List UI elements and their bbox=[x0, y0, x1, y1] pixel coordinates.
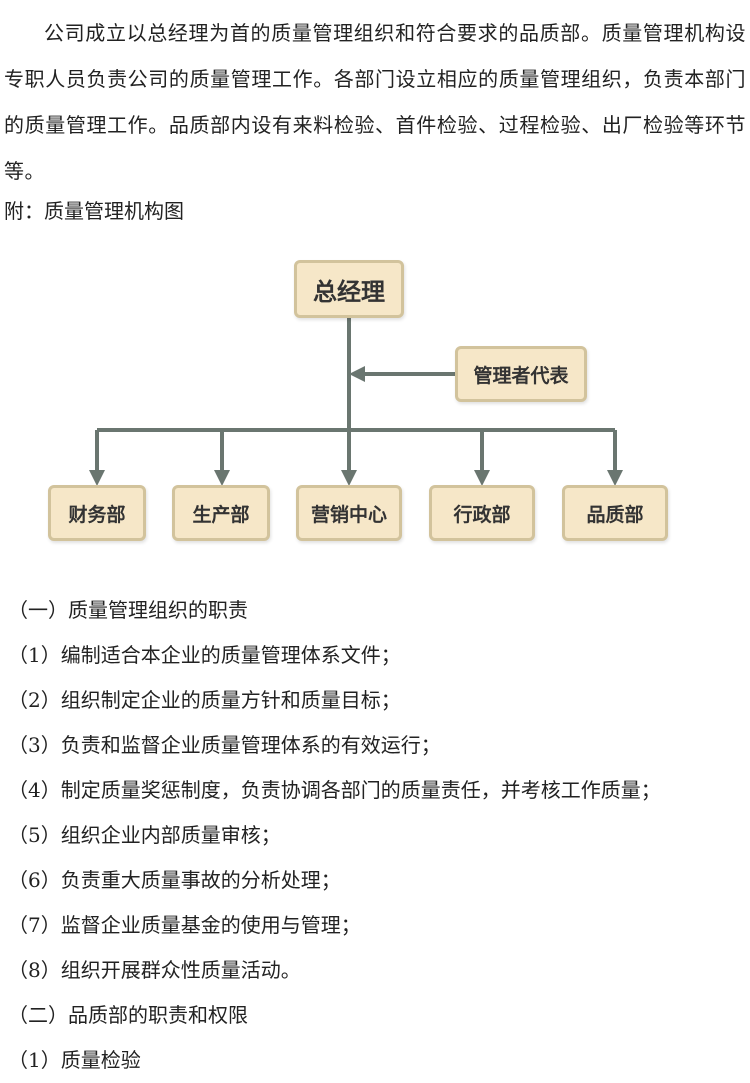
list-item: （6）负责重大质量事故的分析处理； bbox=[8, 868, 341, 892]
org-chart: 总经理 管理者代表 财务部 生产部 营销中心 行政部 品质部 bbox=[0, 250, 750, 560]
org-node-marketing: 营销中心 bbox=[296, 485, 402, 541]
org-node-admin: 行政部 bbox=[429, 485, 535, 541]
org-node-general-manager: 总经理 bbox=[294, 260, 404, 318]
list-item: （5）组织企业内部质量审核； bbox=[8, 823, 281, 847]
duties-list: （一）质量管理组织的职责 （1）编制适合本企业的质量管理体系文件； （2）组织制… bbox=[8, 588, 661, 1083]
intro-paragraph: 公司成立以总经理为首的质量管理组织和符合要求的品质部。质量管理机构设专职人员负责… bbox=[4, 21, 746, 183]
list-item: （2）组织制定企业的质量方针和质量目标； bbox=[8, 688, 401, 712]
org-node-management-rep: 管理者代表 bbox=[455, 346, 587, 402]
org-node-quality: 品质部 bbox=[562, 485, 668, 541]
org-node-finance: 财务部 bbox=[48, 485, 146, 541]
list-item: （7）监督企业质量基金的使用与管理； bbox=[8, 913, 361, 937]
list-item: （1）编制适合本企业的质量管理体系文件； bbox=[8, 643, 401, 667]
list-item: （一）质量管理组织的职责 bbox=[8, 598, 248, 622]
list-item: （4）制定质量奖惩制度，负责协调各部门的质量责任，并考核工作质量； bbox=[8, 778, 661, 802]
list-item: （3）负责和监督企业质量管理体系的有效运行； bbox=[8, 733, 441, 757]
list-item: （8）组织开展群众性质量活动。 bbox=[8, 958, 301, 982]
attachment-label: 附：质量管理机构图 bbox=[4, 199, 184, 223]
org-chart-connectors bbox=[89, 318, 623, 486]
list-item: （二）品质部的职责和权限 bbox=[8, 1003, 248, 1027]
list-item: （1）质量检验 bbox=[8, 1048, 141, 1072]
org-node-production: 生产部 bbox=[172, 485, 270, 541]
